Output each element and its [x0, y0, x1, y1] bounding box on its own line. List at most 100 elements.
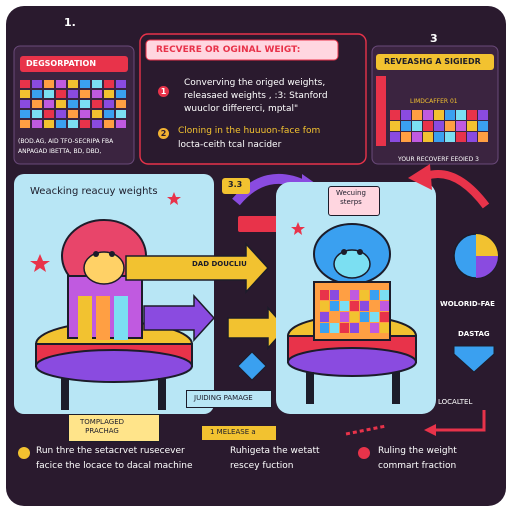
panel-2-heading: RECVERE OR OGINAL WEIGT: — [156, 45, 301, 55]
left-scene-badge-bg — [222, 178, 250, 194]
panel-3-label: REVEASHG A SIGIEDR — [384, 57, 481, 66]
grid-cell — [92, 120, 102, 128]
grid-cell — [423, 132, 433, 142]
grid-cell — [56, 80, 66, 88]
grid-cell — [92, 90, 102, 98]
grid-cell — [104, 120, 114, 128]
footer-mid-1: Ruhigeta the wetatt — [230, 446, 320, 456]
grid-cell — [350, 301, 359, 311]
llama-right — [313, 223, 391, 341]
grid-cell — [350, 323, 359, 333]
grid-cell — [350, 290, 359, 300]
panel-2-step2: Cloning in the huuuon-face fom — [178, 126, 321, 136]
grid-cell — [390, 110, 400, 120]
grid-cell — [380, 323, 389, 333]
panel-3-bar — [376, 76, 386, 146]
grid-cell — [478, 132, 488, 142]
grid-cell — [80, 120, 90, 128]
grid-cell — [104, 100, 114, 108]
panel-3-chart — [390, 110, 488, 142]
grid-cell — [330, 301, 339, 311]
color-grid — [20, 80, 126, 128]
grid-cell — [104, 90, 114, 98]
panel-1-caption-2: ANPAGAD IBETTA, BD, DBD, — [18, 148, 102, 155]
grid-cell — [20, 90, 30, 98]
right-scene-label-b: DASTAG — [458, 330, 490, 338]
grid-cell — [370, 312, 379, 322]
grid-cell — [340, 301, 349, 311]
grid-cell — [412, 110, 422, 120]
grid-cell — [320, 312, 329, 322]
grid-cell — [80, 100, 90, 108]
infographic-frame: 1. DEGSORPATION (BOD.AG, AID TFO-SECRIPA… — [6, 6, 506, 506]
panel-3-chart-label: LIMDCAFFER 01 — [410, 98, 458, 105]
grid-cell — [360, 301, 369, 311]
grid-cell — [44, 110, 54, 118]
grid-cell — [116, 120, 126, 128]
grid-cell — [20, 110, 30, 118]
grid-cell — [104, 80, 114, 88]
grid-cell — [92, 110, 102, 118]
grid-cell — [68, 90, 78, 98]
grid-cell — [56, 120, 66, 128]
grid-cell — [20, 120, 30, 128]
left-scene-badge: 3.3 — [228, 180, 243, 189]
grid-cell — [380, 290, 389, 300]
grid-cell — [80, 90, 90, 98]
grid-cell — [380, 312, 389, 322]
grid-cell — [56, 90, 66, 98]
grid-cell — [68, 100, 78, 108]
grid-cell — [44, 80, 54, 88]
diagram-graphics — [13, 33, 499, 459]
panel-1-caption-1: (BOD.AG, AID TFO-SECRIPA FBA — [18, 138, 114, 145]
grid-cell — [320, 301, 329, 311]
grid-cell — [340, 312, 349, 322]
grid-cell — [467, 132, 477, 142]
right-scene-label-a: WOLORID-FAE — [440, 300, 495, 308]
left-scene-title: Weacking reacuy weights — [30, 186, 158, 197]
middle-tag-1-bg — [186, 390, 272, 408]
panel-1-number: 1. — [64, 16, 76, 29]
grid-cell — [116, 80, 126, 88]
right-scene-title-bg — [328, 186, 380, 216]
grid-cell — [370, 290, 379, 300]
grid-cell — [32, 90, 42, 98]
left-bottom-label-bg — [68, 414, 160, 442]
grid-cell — [320, 323, 329, 333]
panel-3-number: 3 — [430, 32, 438, 45]
grid-cell — [68, 110, 78, 118]
middle-tag-1: JUIDING PAMAGE — [194, 394, 253, 402]
grid-cell — [80, 110, 90, 118]
grid-cell — [92, 100, 102, 108]
panel-2-step2b: locta-ceith tcal nacider — [178, 140, 282, 150]
grid-cell — [370, 323, 379, 333]
step-1-marker: 1 — [158, 86, 169, 97]
panel-2-step1b: releasaed weights , :3: Stanford — [184, 91, 328, 101]
grid-cell — [44, 120, 54, 128]
grid-cell — [20, 80, 30, 88]
right-platform-grid — [320, 290, 389, 333]
footer-right-1: Ruling the weight — [378, 446, 457, 456]
right-scene-label-c: LOCALTEL — [438, 398, 473, 406]
grid-cell — [401, 132, 411, 142]
grid-cell — [340, 323, 349, 333]
grid-cell — [445, 132, 455, 142]
step-2-marker: 2 — [158, 128, 169, 139]
grid-cell — [412, 121, 422, 131]
grid-cell — [445, 110, 455, 120]
panel-1-label-bg — [20, 56, 128, 72]
grid-cell — [423, 121, 433, 131]
panel-2-step1c: wuuclor differerci, mptal" — [184, 104, 299, 114]
left-scene-tag: DAD DOUCLIU — [192, 260, 247, 268]
grid-cell — [32, 120, 42, 128]
grid-cell — [390, 132, 400, 142]
footer-left-2: facice the locace to dacal machine — [36, 461, 193, 471]
llama-left — [61, 219, 147, 340]
grid-cell — [456, 132, 466, 142]
grid-cell — [340, 290, 349, 300]
grid-cell — [456, 110, 466, 120]
grid-cell — [467, 121, 477, 131]
panel-2-bg — [139, 33, 367, 165]
grid-cell — [360, 323, 369, 333]
grid-cell — [467, 110, 477, 120]
